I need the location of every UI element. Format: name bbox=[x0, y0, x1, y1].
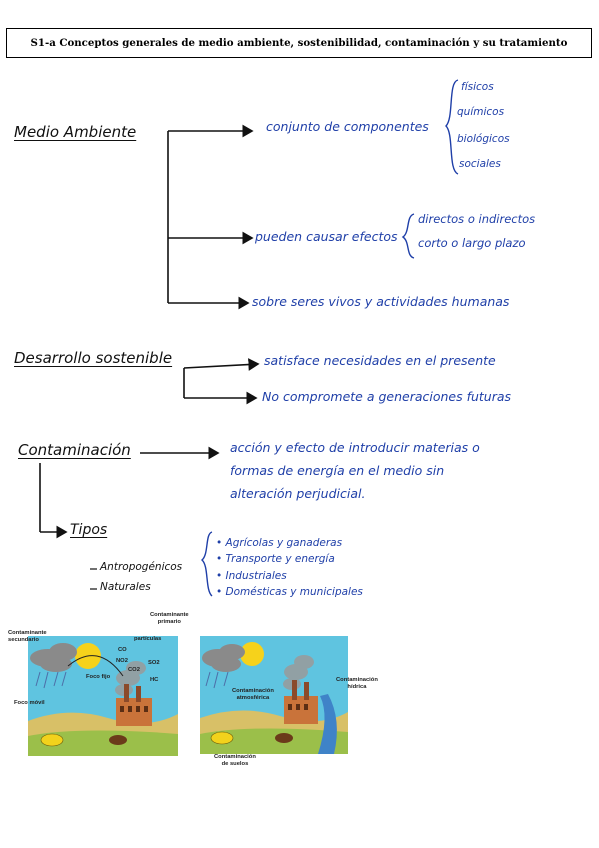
tipos-label: Tipos bbox=[70, 522, 108, 538]
label-particulas: partículas bbox=[134, 636, 162, 642]
medio-ambiente-branch-2: pueden causar efectos bbox=[255, 229, 398, 244]
medio-ambiente-branch-3: sobre seres vivos y actividades humanas bbox=[252, 294, 510, 309]
heading-medio-ambiente: Medio Ambiente bbox=[14, 123, 137, 141]
pollution-types-illustration bbox=[200, 636, 348, 754]
desarrollo-item: No compromete a generaciones futuras bbox=[262, 389, 512, 404]
label-so2: SO2 bbox=[148, 660, 160, 666]
label-co2: CO2 bbox=[128, 667, 140, 673]
tipo-item: Naturales bbox=[100, 581, 151, 593]
label-foco-movil: Foco móvil bbox=[14, 700, 45, 706]
medio-ambiente-branch-1: conjunto de componentes bbox=[266, 119, 429, 134]
label-co: CO bbox=[118, 647, 127, 653]
definition-line: alteración perjudicial. bbox=[230, 486, 366, 501]
tipo-item: Antropogénicos bbox=[100, 561, 183, 573]
fuente-item: • Industriales bbox=[216, 570, 287, 582]
pollution-sources-illustration bbox=[28, 636, 178, 756]
effect-item: directos o indirectos bbox=[418, 212, 536, 226]
label-no2: NO2 bbox=[116, 658, 128, 664]
fuente-item: • Agrícolas y ganaderas bbox=[216, 537, 343, 549]
fuente-item: • Domésticas y municipales bbox=[216, 586, 363, 598]
label-foco-fijo: Foco fijo bbox=[86, 674, 111, 680]
definition-line: formas de energía en el medio sin bbox=[230, 463, 445, 478]
desarrollo-item: satisface necesidades en el presente bbox=[264, 353, 496, 368]
label-hc: HC bbox=[150, 677, 159, 683]
definition-line: acción y efecto de introducir materias o bbox=[230, 440, 480, 455]
page-title: S1-a Conceptos generales de medio ambien… bbox=[6, 28, 592, 58]
component-item: sociales bbox=[459, 158, 501, 170]
fuente-item: • Transporte y energía bbox=[216, 553, 335, 565]
component-item: biológicos bbox=[457, 133, 510, 145]
component-item: físicos bbox=[461, 81, 494, 93]
component-item: químicos bbox=[457, 106, 505, 118]
heading-desarrollo-sostenible: Desarrollo sostenible bbox=[14, 349, 173, 367]
heading-contaminacion: Contaminación bbox=[18, 441, 131, 459]
effect-item: corto o largo plazo bbox=[418, 236, 526, 250]
